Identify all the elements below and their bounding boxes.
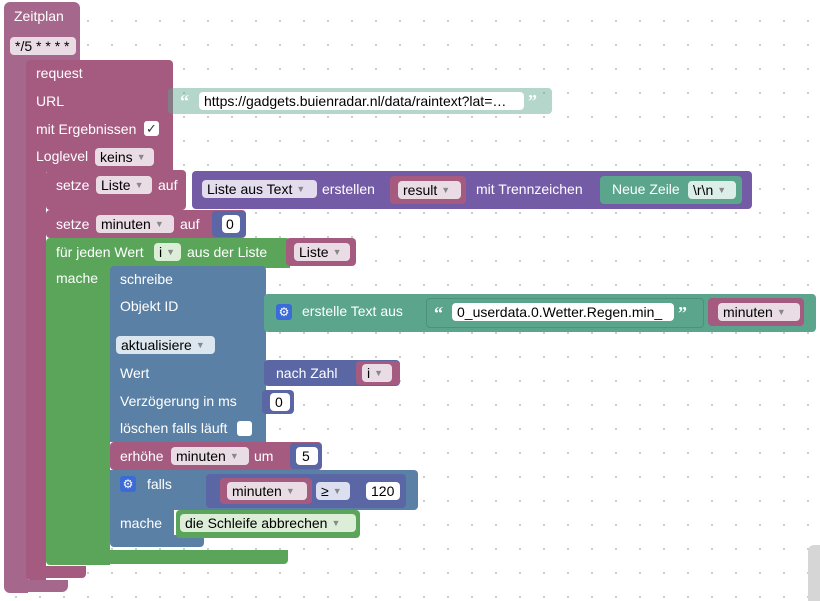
write-bg bbox=[110, 266, 266, 442]
quote-open-icon: “ bbox=[180, 91, 189, 111]
request-label: request bbox=[36, 65, 83, 81]
results-label: mit Ergebnissen bbox=[36, 121, 137, 137]
loop-list-dropdown[interactable]: Liste▼ bbox=[294, 243, 350, 261]
set-list-prefix: setze bbox=[56, 177, 90, 193]
delay-field[interactable]: 0 bbox=[270, 393, 290, 411]
result-var-dropdown[interactable]: result▼ bbox=[398, 181, 461, 199]
create-label: erstellen bbox=[322, 181, 375, 197]
increment-label: erhöhe bbox=[120, 448, 164, 464]
chevron-down-icon: ▼ bbox=[195, 340, 205, 350]
zeitplan-label: Zeitplan bbox=[14, 8, 64, 24]
chevron-down-icon: ▼ bbox=[717, 185, 727, 195]
minutes-initial-field[interactable]: 0 bbox=[222, 215, 240, 233]
clear-label: löschen falls läuft bbox=[120, 420, 228, 436]
chevron-down-icon: ▼ bbox=[166, 247, 176, 257]
chevron-down-icon: ▼ bbox=[229, 451, 239, 461]
delimiter-label: mit Trennzeichen bbox=[476, 181, 583, 197]
if-do-label: mache bbox=[120, 515, 163, 531]
chevron-down-icon: ▼ bbox=[332, 486, 342, 496]
create-text-label: erstelle Text aus bbox=[302, 303, 403, 319]
results-checkbox[interactable]: ✓ bbox=[144, 121, 159, 136]
if-label: falls bbox=[147, 476, 172, 492]
foreach-prefix: für jeden Wert bbox=[56, 244, 144, 260]
object-id-field[interactable]: 0_userdata.0.Wetter.Regen.min_ bbox=[452, 303, 674, 321]
zeitplan-foot bbox=[4, 580, 68, 592]
to-number-label: nach Zahl bbox=[276, 365, 338, 381]
increment-value-field[interactable]: 5 bbox=[296, 447, 318, 465]
quote-open-icon: “ bbox=[434, 303, 443, 323]
url-label: URL bbox=[36, 93, 65, 109]
gear-icon[interactable]: ⚙ bbox=[276, 304, 292, 320]
foreach-arm bbox=[46, 265, 110, 565]
request-foot bbox=[26, 566, 86, 578]
chevron-down-icon: ▼ bbox=[441, 185, 451, 195]
increment-by-label: um bbox=[254, 448, 274, 464]
clear-checkbox[interactable] bbox=[237, 421, 252, 436]
write-mode-dropdown[interactable]: aktualisiere▼ bbox=[116, 336, 215, 354]
set-minutes-suffix: auf bbox=[180, 216, 200, 232]
set-minutes-prefix: setze bbox=[56, 216, 90, 232]
chevron-down-icon: ▼ bbox=[136, 152, 146, 162]
if-foot bbox=[110, 535, 204, 547]
list-var-dropdown[interactable]: Liste▼ bbox=[96, 176, 152, 194]
delay-label: Verzögerung in ms bbox=[120, 393, 237, 409]
foreach-foot bbox=[46, 550, 288, 564]
compare-value-field[interactable]: 120 bbox=[366, 482, 400, 500]
chevron-down-icon: ▼ bbox=[134, 180, 144, 190]
gear-icon[interactable]: ⚙ bbox=[120, 476, 136, 492]
foreach-middle: aus der Liste bbox=[187, 244, 268, 260]
chevron-down-icon: ▼ bbox=[332, 247, 342, 257]
quote-close-icon: ” bbox=[528, 91, 537, 111]
quote-close-icon: ” bbox=[678, 303, 687, 323]
increment-var-dropdown[interactable]: minuten▼ bbox=[171, 447, 249, 465]
chevron-down-icon: ▼ bbox=[154, 219, 164, 229]
chevron-down-icon: ▼ bbox=[296, 184, 306, 194]
chevron-down-icon: ▼ bbox=[776, 307, 786, 317]
newline-label: Neue Zeile bbox=[612, 181, 680, 197]
chevron-down-icon: ▼ bbox=[374, 368, 384, 378]
loop-var-dropdown[interactable]: i▼ bbox=[154, 243, 181, 261]
foreach-do-label: mache bbox=[56, 270, 99, 286]
object-minutes-dropdown[interactable]: minuten▼ bbox=[718, 303, 800, 321]
url-field[interactable]: https://gadgets.buienradar.nl/data/raint… bbox=[199, 92, 524, 110]
chevron-down-icon: ▼ bbox=[285, 486, 295, 496]
request-arm bbox=[26, 160, 46, 580]
loglevel-label: Loglevel bbox=[36, 148, 89, 164]
value-label: Wert bbox=[120, 365, 150, 381]
newline-dropdown[interactable]: \r\n▼ bbox=[688, 181, 736, 199]
list-mode-dropdown[interactable]: Liste aus Text▼ bbox=[202, 180, 317, 198]
break-dropdown[interactable]: die Schleife abbrechen▼ bbox=[180, 514, 356, 532]
object-id-label: Objekt ID bbox=[120, 298, 179, 314]
zeitplan-arm bbox=[4, 55, 28, 593]
compare-op-dropdown[interactable]: ≥▼ bbox=[316, 482, 350, 500]
chevron-down-icon: ▼ bbox=[331, 518, 341, 528]
i-var-dropdown[interactable]: i▼ bbox=[362, 364, 392, 382]
set-list-suffix: auf bbox=[158, 177, 178, 193]
minutes-var-dropdown[interactable]: minuten▼ bbox=[96, 215, 174, 233]
cron-field[interactable]: */5 * * * * bbox=[10, 37, 76, 55]
write-label: schreibe bbox=[120, 271, 173, 287]
loglevel-dropdown[interactable]: keins▼ bbox=[95, 148, 154, 166]
compare-var-dropdown[interactable]: minuten▼ bbox=[227, 482, 307, 500]
trash-can-icon[interactable] bbox=[808, 545, 820, 601]
